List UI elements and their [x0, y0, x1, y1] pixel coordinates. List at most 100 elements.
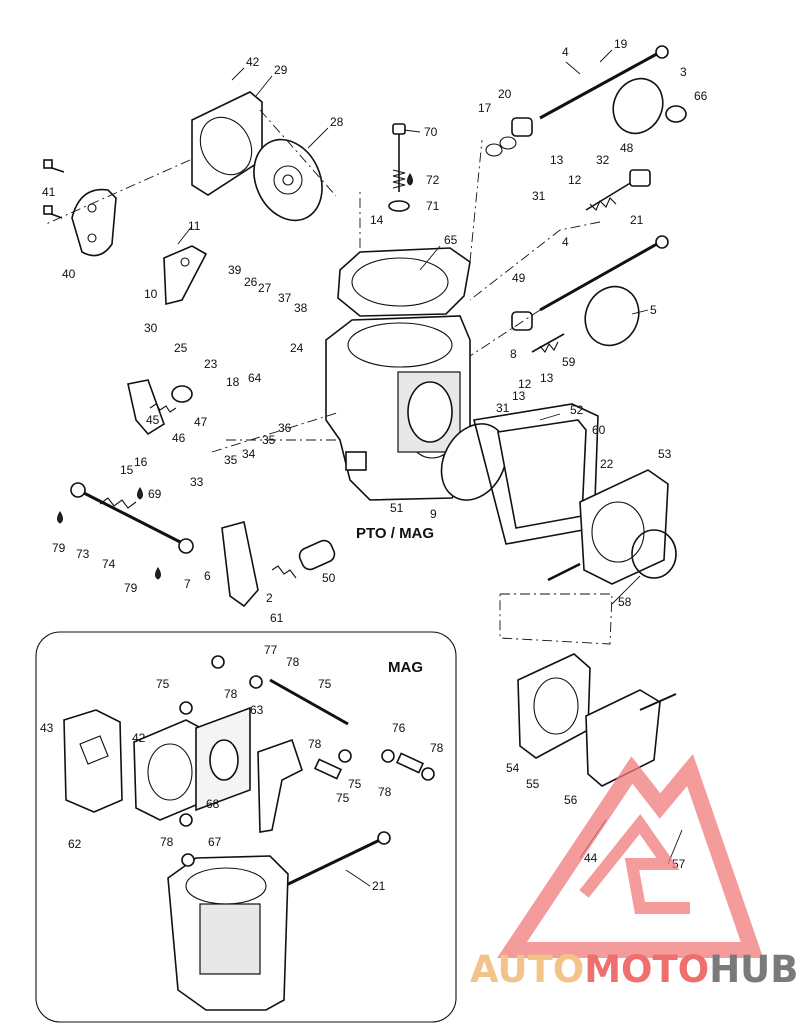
callout: 52 [570, 403, 584, 417]
callout: 75 [318, 677, 332, 691]
callout: 76 [392, 721, 406, 735]
callout: 26 [244, 275, 258, 289]
callout: 79 [124, 581, 138, 595]
callout: 78 [286, 655, 300, 669]
pump-cover-lower [585, 689, 661, 787]
callout: 45 [146, 413, 160, 427]
callout: 21 [630, 213, 644, 227]
throttle-lever [127, 379, 165, 436]
callout: 50 [322, 571, 336, 585]
carburetor-flange-gasket [337, 247, 471, 317]
callout: 61 [270, 611, 284, 625]
logo-word-hub: HUB [709, 948, 798, 991]
callout: 41 [42, 185, 56, 199]
callout: 23 [204, 357, 218, 371]
callout: 34 [242, 447, 256, 461]
logo-triangle [497, 753, 764, 958]
callout: 6 [204, 569, 211, 583]
callout: 65 [444, 233, 458, 247]
callout: 62 [68, 837, 82, 851]
callout: 35 [262, 433, 276, 447]
callout: 4 [562, 235, 569, 249]
callout: 60 [592, 423, 606, 437]
pump-gasket-lower [517, 653, 591, 759]
automotohub-logo: AUTOMOTOHUB [470, 753, 798, 991]
callout: 78 [430, 741, 444, 755]
callout: 40 [62, 267, 76, 281]
link-rod [77, 488, 189, 548]
callout: 71 [426, 199, 440, 213]
callout: 39 [228, 263, 242, 277]
callout: 24 [290, 341, 304, 355]
callout: 12 [518, 377, 532, 391]
mag-inset-frame [35, 631, 457, 1023]
callout: 33 [190, 475, 204, 489]
callout: 36 [278, 421, 292, 435]
callout: 64 [248, 371, 262, 385]
callout: 48 [620, 141, 634, 155]
callout: 78 [308, 737, 322, 751]
callout: 17 [478, 101, 492, 115]
callout: 75 [336, 791, 350, 805]
pump-diaphragm [253, 138, 323, 222]
callout: 3 [680, 65, 687, 79]
idle-lever [221, 521, 259, 608]
callout: 21 [372, 879, 386, 893]
cable-bracket [163, 245, 208, 306]
callout: 68 [206, 797, 220, 811]
throttle-plate [612, 77, 664, 135]
callout: 15 [120, 463, 134, 477]
callout: 4 [562, 45, 569, 59]
callout: 44 [584, 851, 598, 865]
callout: 63 [250, 703, 264, 717]
callout: 38 [294, 301, 308, 315]
callout: 9 [430, 507, 437, 521]
callout: 14 [370, 213, 384, 227]
callout: 75 [156, 677, 170, 691]
callout: 56 [564, 793, 578, 807]
callout: 22 [600, 457, 614, 471]
callout: 75 [348, 777, 362, 791]
callout: 19 [614, 37, 628, 51]
callout: 2 [266, 591, 273, 605]
callout: 58 [618, 595, 632, 609]
pump-cover [71, 188, 117, 257]
callout: 42 [132, 731, 146, 745]
choke-plate [584, 285, 640, 347]
callout: 29 [274, 63, 288, 77]
callout: 77 [264, 643, 278, 657]
callout: 7 [184, 577, 191, 591]
callout: 47 [194, 415, 208, 429]
callout: 18 [226, 375, 240, 389]
diaphragm-cover-gasket [191, 91, 263, 196]
callout: 32 [596, 153, 610, 167]
callout: 54 [506, 761, 520, 775]
logo-word-moto: MOTO [584, 948, 709, 991]
callout: 79 [52, 541, 66, 555]
callout: 20 [498, 87, 512, 101]
callout: 55 [526, 777, 540, 791]
callout: 72 [426, 173, 440, 187]
mag-label: MAG [388, 659, 423, 676]
callout: 31 [532, 189, 546, 203]
parts-layer [35, 45, 687, 1023]
callout: 42 [246, 55, 260, 69]
callout: 8 [510, 347, 517, 361]
callout: 11 [188, 219, 201, 233]
fuel-pump-body [579, 469, 669, 585]
pto-mag-label: PTO / MAG [356, 525, 434, 542]
callout: 78 [160, 835, 174, 849]
callout: 13 [540, 371, 554, 385]
callout: 31 [496, 401, 510, 415]
callout: 59 [562, 355, 576, 369]
callout: 67 [208, 835, 222, 849]
callout: 78 [224, 687, 238, 701]
callout: 12 [568, 173, 582, 187]
callout: 27 [258, 281, 272, 295]
callout: 28 [330, 115, 344, 129]
callout: 73 [76, 547, 90, 561]
callout: 43 [40, 721, 54, 735]
callout: 5 [650, 303, 657, 317]
callout: 16 [134, 455, 148, 469]
